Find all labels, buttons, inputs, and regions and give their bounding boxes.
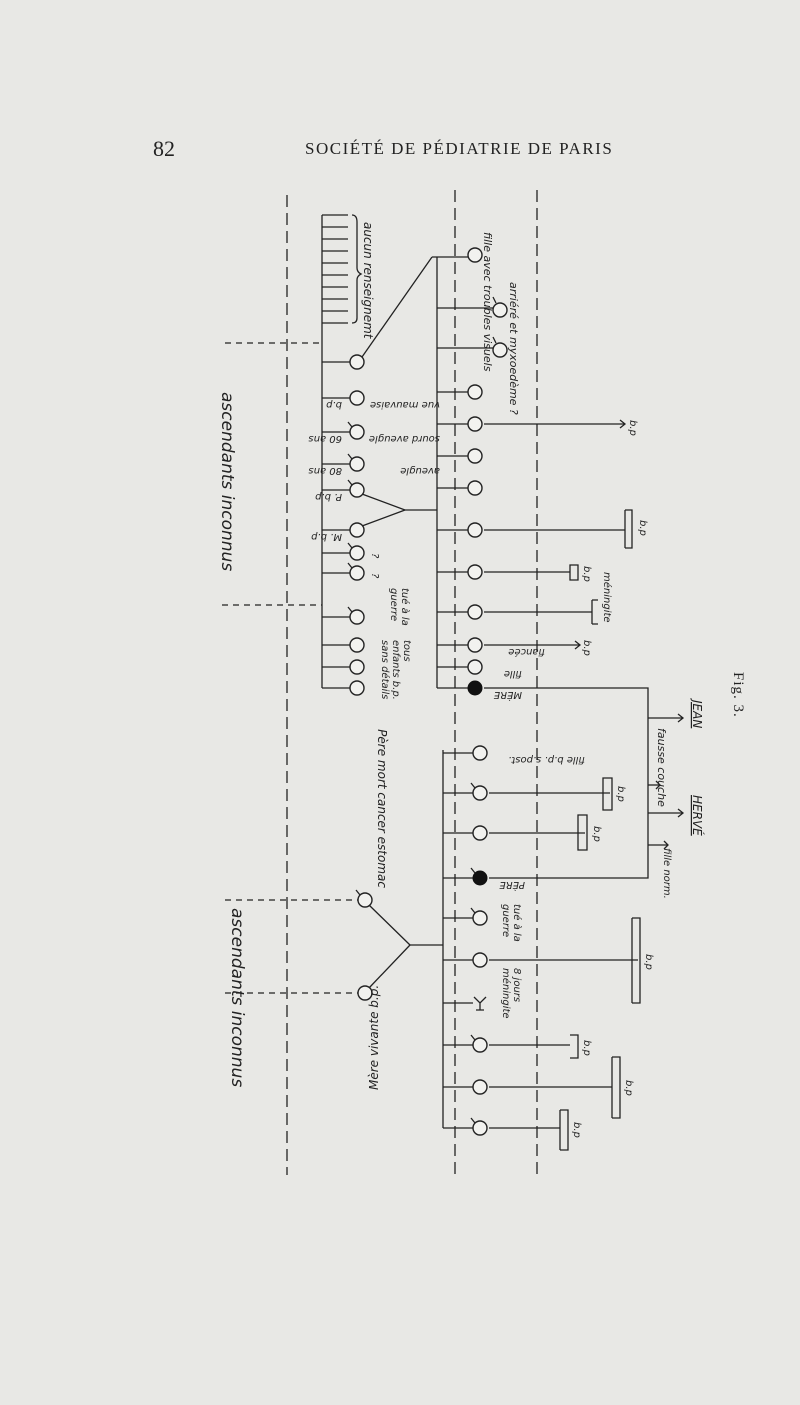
bp1-label: b.p bbox=[627, 420, 638, 436]
bp5-label: b.p bbox=[623, 1080, 634, 1096]
bp1-label: b.p bbox=[615, 786, 626, 802]
pbp-label: P. b.p bbox=[315, 491, 342, 502]
sourd-age-label: 60 ans bbox=[308, 433, 342, 444]
fille-label: fille bbox=[504, 668, 522, 679]
sourd-label: sourd aveugle bbox=[369, 433, 440, 444]
fille-bp-label: fille b.p. s.post. bbox=[508, 754, 585, 765]
bp6-label: b.p bbox=[571, 1122, 582, 1138]
no-info-label: aucun renseignemt bbox=[361, 222, 375, 340]
maternal-uncle-war-label: tué à la guerre bbox=[388, 588, 410, 626]
q1-label: ? bbox=[369, 553, 380, 559]
maternal-generation-2: aucun renseignemt vue mauvaise b.p sourd… bbox=[308, 214, 440, 696]
paternal-generation-2: Père mort cancer estomac Mère vivante b.… bbox=[355, 729, 443, 1090]
fausse-couche-label: fausse couche bbox=[655, 728, 668, 807]
bp2-label: b.p bbox=[591, 826, 602, 842]
paternal-uncle-war-label: tué à la guerre bbox=[500, 904, 522, 942]
paternal-ascendants-label: ascendants inconnus bbox=[227, 908, 247, 1087]
maternal-generation-3: fille avec troubles visuels arriéré et m… bbox=[432, 232, 648, 702]
aveugle-label: aveugle bbox=[400, 465, 440, 476]
fiancee-label: fiancée bbox=[508, 646, 545, 658]
bp3-label: b.p bbox=[581, 566, 592, 582]
bp2-label: b.p bbox=[637, 520, 648, 536]
eight-days-label: 8 jours méningite bbox=[500, 968, 522, 1019]
unknown-comb bbox=[322, 214, 363, 324]
caption-label: Fig. 3. bbox=[730, 672, 746, 718]
bp3-label: b.p bbox=[643, 954, 654, 970]
all-children-label: tous enfants b.p. sans détails bbox=[379, 640, 412, 700]
fille-visuels-label: fille avec troubles visuels bbox=[481, 232, 494, 372]
x-symbol bbox=[473, 996, 487, 1011]
arriere-label: arriéré et myxoedème ? bbox=[507, 282, 520, 415]
ascendants-label: ascendants inconnus bbox=[227, 908, 247, 1087]
aveugle-age-label: 80 ans bbox=[308, 465, 342, 476]
father-symbol bbox=[472, 870, 488, 886]
vue-label: vue mauvaise bbox=[370, 399, 440, 410]
grandfather-label: Père mort cancer estomac bbox=[375, 729, 389, 888]
mbp-label: M. b.p bbox=[311, 531, 342, 542]
fille-norm-label: fille norm. bbox=[661, 848, 672, 899]
figure-caption: Fig. 3. bbox=[730, 672, 746, 718]
mother-symbol bbox=[467, 680, 483, 696]
father-label: PÈRE bbox=[499, 879, 525, 892]
generation-lines bbox=[222, 190, 538, 1180]
child-jean: JEAN bbox=[690, 698, 704, 728]
maternal-ascendants-label: ascendants inconnus bbox=[217, 392, 237, 571]
vue-bp-label: b.p bbox=[326, 399, 342, 410]
meningite-label: méningite bbox=[601, 572, 613, 623]
q2-label: ? bbox=[369, 573, 380, 579]
paternal-generation-3: fille b.p. s.post. b.p b.p PÈRE b.p b.p … bbox=[442, 745, 654, 1151]
child-herve: HERVÉ bbox=[690, 795, 705, 836]
running-header: SOCIÉTÉ DE PÉDIATRIE DE PARIS bbox=[305, 139, 614, 158]
ascendants-label: ascendants inconnus bbox=[217, 392, 237, 571]
children-generation: JEAN fausse couche HERVÉ fille norm. bbox=[484, 687, 705, 899]
bp4-label: b.p bbox=[581, 1040, 592, 1056]
bp4-label: b.p bbox=[581, 640, 592, 656]
page-number: 82 bbox=[153, 136, 175, 161]
grandmother-label: Mère vivante b.p. bbox=[367, 985, 381, 1090]
mother-label: MÈRE bbox=[493, 689, 522, 702]
